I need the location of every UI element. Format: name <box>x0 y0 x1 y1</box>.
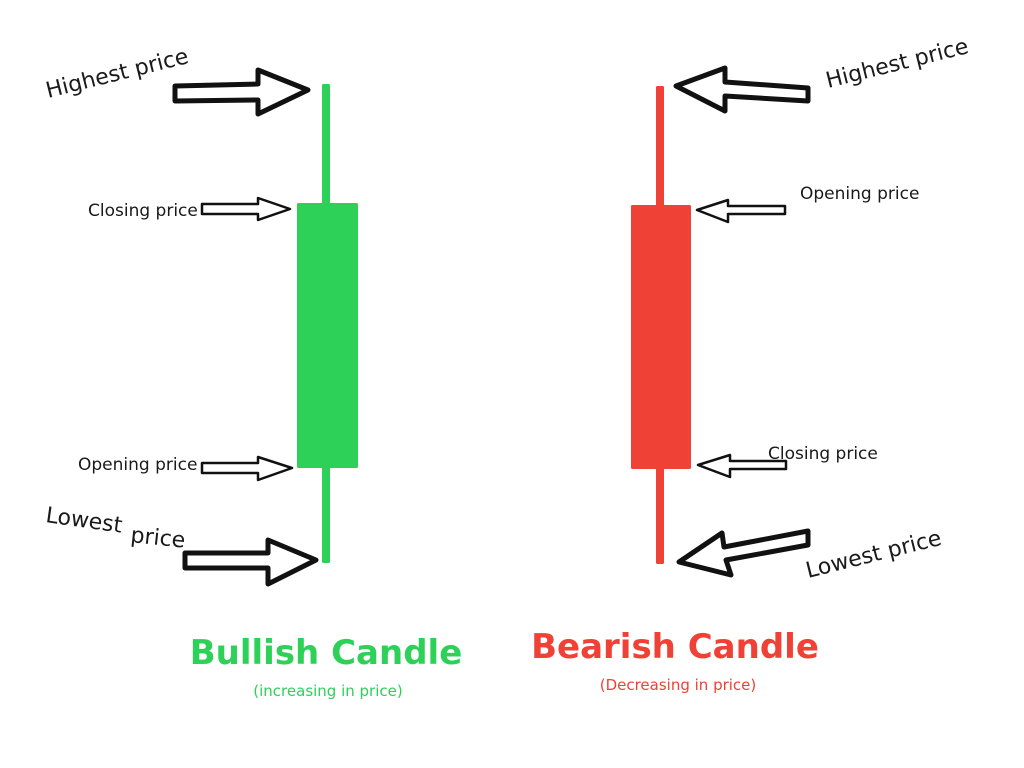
bullish-body-top-label: Closing price <box>88 201 198 221</box>
bullish-lower-wick <box>322 455 330 563</box>
bearish-lower-wick <box>656 455 664 564</box>
arrow-left-icon <box>673 65 811 114</box>
arrow-left-icon <box>695 198 787 224</box>
arrow-left-icon <box>696 453 788 479</box>
bearish-low-label: Lowest price <box>803 526 944 584</box>
arrow-right-icon <box>200 455 294 482</box>
arrow-left-icon <box>676 528 811 578</box>
bullish-low-label-line1: Lowest <box>44 503 124 539</box>
bullish-candle <box>297 84 358 563</box>
bullish-body <box>297 203 358 468</box>
bearish-body-bottom-label: Closing price <box>768 444 878 464</box>
bullish-subtitle: (increasing in price) <box>253 682 402 700</box>
bearish-body-top-label: Opening price <box>800 184 919 204</box>
bearish-upper-wick <box>656 86 664 216</box>
bullish-body-bottom-label: Opening price <box>78 455 197 475</box>
bullish-low-label-line2: price <box>129 523 186 554</box>
bearish-body <box>631 205 691 469</box>
bearish-candle <box>631 86 691 564</box>
arrow-right-icon <box>172 67 311 117</box>
bearish-subtitle: (Decreasing in price) <box>600 676 757 694</box>
arrow-right-icon <box>182 537 319 587</box>
bullish-high-label: Highest price <box>43 44 191 104</box>
bearish-high-label: Highest price <box>823 34 971 94</box>
arrow-right-icon <box>200 196 292 222</box>
bullish-upper-wick <box>322 84 330 214</box>
bullish-title: Bullish Candle <box>190 633 463 673</box>
bearish-title: Bearish Candle <box>531 627 819 667</box>
